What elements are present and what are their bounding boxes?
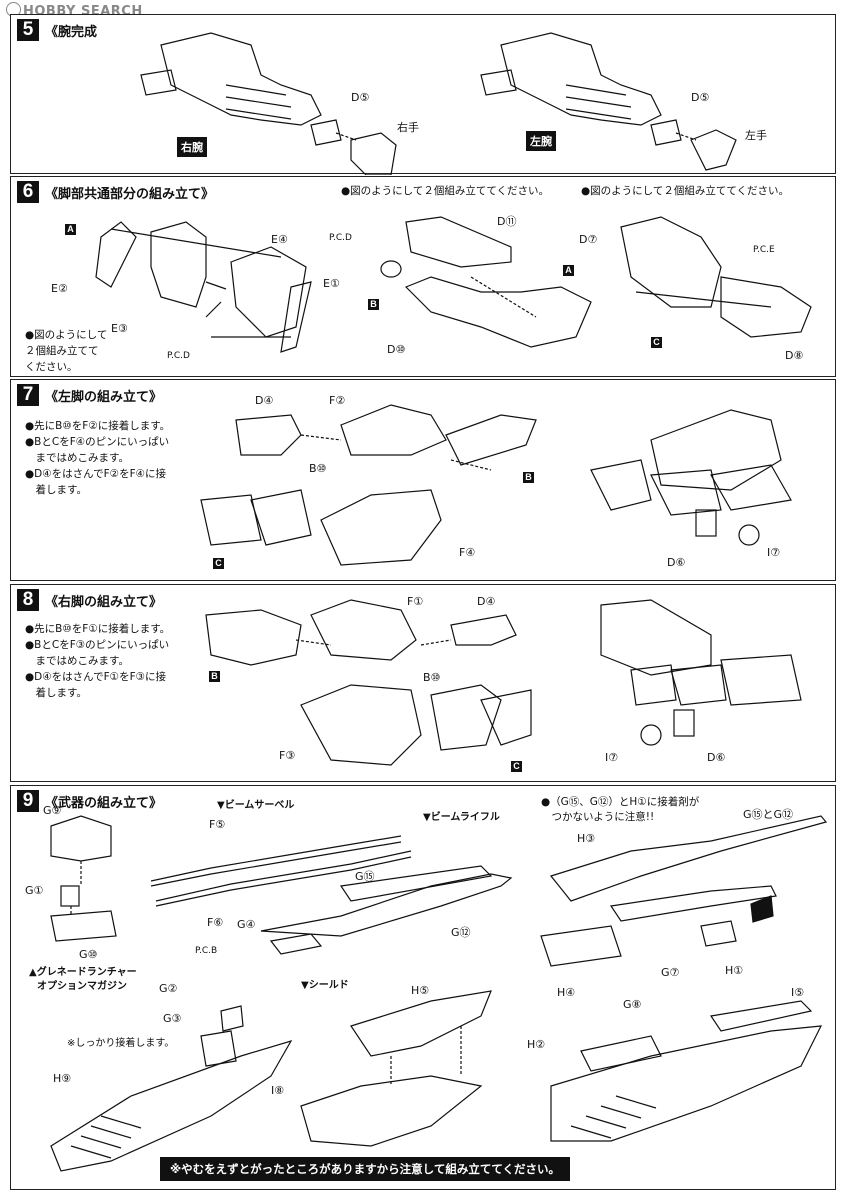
instruction-note: ●先にB⑩をF①に接着します。 ●BとCをF③のピンにいっぱい まではめこみます… [25, 623, 171, 699]
part-label: I⑦ [605, 751, 619, 764]
part-label: F⑤ [209, 818, 226, 831]
step-title: 《腕完成 [45, 25, 98, 40]
step-7-panel: 7 《左脚の組み立て》 ●先にB⑩をF②に接着します。 ●BとCをF④のピンにい… [10, 379, 836, 581]
part-label: E③ [111, 322, 128, 335]
part-label: F① [407, 595, 424, 608]
instruction-note: ●図のようにして ２個組み立てて ください。 [25, 329, 108, 373]
part-label: P.C.D [167, 351, 190, 361]
label-box: B [209, 671, 220, 682]
part-label: E④ [271, 233, 288, 246]
right-arm-tag: 右腕 [177, 137, 207, 157]
subheading: ▼シールド [301, 980, 349, 991]
part-label: G⑮とG⑫ [743, 808, 794, 821]
part-label: D⑪ [497, 215, 517, 228]
part-label: H⑨ [53, 1072, 72, 1085]
part-label: H① [725, 964, 744, 977]
part-label: E① [323, 277, 340, 290]
label-box: C [213, 558, 224, 569]
step-9-panel: 9 《武器の組み立て》 ▼ビームサーベル ▼ビームライフル ▼シールド ●（G⑮… [10, 785, 836, 1190]
step-number: 8 [17, 589, 39, 611]
instruction-text: ●図のようにして２個組み立ててください。 [581, 185, 790, 197]
part-label: B⑩ [423, 671, 441, 684]
subheading: ▼ビームライフル [423, 812, 500, 823]
part-label: 右手 [397, 121, 419, 134]
instruction-text: ●（G⑮、G⑫）とH①に接着剤が [541, 796, 700, 808]
part-label: F④ [459, 546, 476, 559]
caution-banner: ※やむをえずとがったところがありますから注意して組み立ててください。 [160, 1157, 570, 1181]
label-box: A [563, 265, 574, 276]
part-label: H② [527, 1038, 546, 1051]
step-title: 《脚部共通部分の組み立て》 [45, 187, 215, 202]
right-leg-diagram [205, 599, 802, 766]
step-5-panel: 5 《腕完成 右腕 左腕 D⑤ D⑤ 右手 左手 [10, 14, 836, 175]
part-label: F③ [279, 749, 296, 762]
step-number: 9 [17, 790, 39, 812]
part-label: D⑥ [707, 751, 726, 764]
part-label: D⑤ [351, 91, 370, 104]
left-arm-tag: 左腕 [526, 131, 556, 151]
part-label: F⑥ [207, 916, 224, 929]
part-label: P.C.E [753, 245, 775, 255]
part-label: D④ [255, 394, 274, 407]
label-box: B [368, 299, 379, 310]
part-label: D⑤ [691, 91, 710, 104]
part-label: H④ [557, 986, 576, 999]
weapons-diagram [50, 815, 828, 1172]
part-label: D⑧ [785, 349, 804, 362]
part-label: G⑨ [43, 804, 62, 817]
label-box: A [65, 224, 76, 235]
part-label: G① [25, 884, 44, 897]
instruction-text: つかないように注意!! [541, 811, 655, 823]
step-6-panel: 6 《脚部共通部分の組み立て》 ●図のようにして２個組み立ててください。 ●図の… [10, 176, 836, 377]
step-title: 《武器の組み立て》 [45, 796, 163, 811]
label-box: C [511, 761, 522, 772]
subheading: ▼ビームサーベル [217, 800, 295, 811]
leg-common-diagram [95, 216, 812, 353]
arm-diagram [140, 32, 737, 175]
part-label: H③ [577, 832, 596, 845]
instruction-text: ●図のようにして２個組み立ててください。 [341, 185, 550, 197]
step-number: 7 [17, 384, 39, 406]
part-label: H⑤ [411, 984, 430, 997]
left-leg-diagram [200, 404, 792, 566]
part-label: P.C.B [195, 946, 218, 956]
label-box: C [651, 337, 662, 348]
part-label: I⑦ [767, 546, 781, 559]
step-title: 《左脚の組み立て》 [45, 390, 163, 405]
instruction-text: ※しっかり接着します。 [67, 1038, 175, 1049]
step-number: 6 [17, 181, 39, 203]
part-label: B⑩ [309, 462, 327, 475]
instruction-note: ●先にB⑩をF②に接着します。 ●BとCをF④のピンにいっぱい まではめこみます… [25, 420, 171, 496]
label-box: B [523, 472, 534, 483]
part-label: G⑮ [355, 870, 375, 883]
part-label: G④ [237, 918, 256, 931]
part-label: D⑦ [579, 233, 598, 246]
part-label: 左手 [745, 129, 767, 142]
part-label: E② [51, 282, 68, 295]
step-title: 《右脚の組み立て》 [45, 595, 163, 610]
part-label: I⑤ [791, 986, 805, 999]
part-label: F② [329, 394, 346, 407]
part-label: I⑧ [271, 1084, 285, 1097]
part-label: D⑩ [387, 343, 406, 356]
part-label: G⑦ [661, 966, 680, 979]
part-label: D⑥ [667, 556, 686, 569]
part-label: G② [159, 982, 178, 995]
part-label: P.C.D [329, 233, 352, 243]
step-8-panel: 8 《右脚の組み立て》 ●先にB⑩をF①に接着します。 ●BとCをF③のピンにい… [10, 584, 836, 782]
part-label: G③ [163, 1012, 182, 1025]
launcher-note: ▲グレネードランチャー オプションマガジン [29, 967, 137, 992]
part-label: G⑩ [79, 948, 98, 961]
step-number: 5 [17, 19, 39, 41]
part-label: G⑫ [451, 926, 471, 939]
part-label: D④ [477, 595, 496, 608]
part-label: G⑧ [623, 998, 642, 1011]
